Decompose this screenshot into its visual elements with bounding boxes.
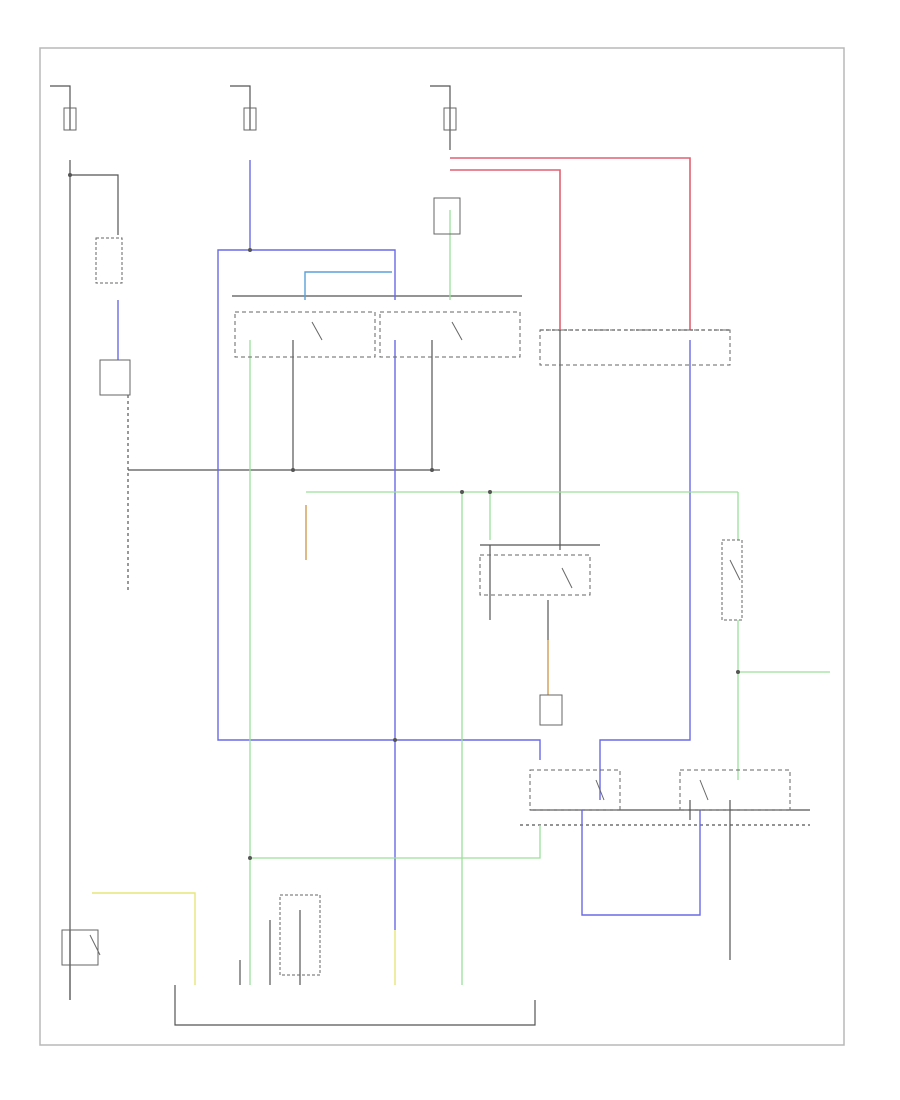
wire-hot-in-run	[230, 85, 251, 130]
wire-red-top	[450, 157, 691, 330]
components	[61, 107, 791, 976]
diagram-border	[39, 47, 845, 1046]
wire-top-center-fuse	[430, 85, 451, 150]
wire-hot-at-all-times	[50, 85, 71, 130]
wire-blue-bottom-loop	[581, 810, 701, 916]
relay-lower-right	[679, 769, 791, 811]
relay-center-switch	[479, 554, 591, 596]
orange-wires	[305, 505, 549, 695]
red-wires	[450, 157, 691, 330]
light-blue-wires	[304, 271, 392, 300]
wire-yellow-left	[92, 892, 196, 985]
fuse-center	[243, 107, 257, 131]
relay-box-right	[539, 329, 731, 366]
wire-fuse-left-tee	[70, 174, 119, 235]
sensor-center-top	[433, 197, 461, 235]
switch-bottom-left	[61, 929, 99, 966]
wire-bottom-ground	[174, 985, 536, 1026]
black-wires	[50, 85, 810, 1026]
blue-wires	[117, 160, 701, 930]
wire-blue-left-loop	[217, 249, 541, 760]
relay-box-center	[379, 311, 521, 358]
control-unit-bottom	[279, 894, 321, 976]
wire-green-main-horizontal	[250, 825, 541, 859]
wire-blue-right-long	[599, 340, 691, 800]
compressor-clutch	[539, 694, 563, 726]
wire-blue-top-right	[250, 249, 396, 300]
relay-lower-left	[529, 769, 621, 811]
relay-box-left	[234, 311, 376, 358]
green-wires	[249, 210, 830, 985]
wire-light-blue	[304, 271, 392, 300]
sensor-left-mid	[99, 359, 131, 396]
dotted-wires	[127, 329, 810, 826]
dual-pressure-switch	[721, 539, 743, 621]
fuse-right	[443, 107, 457, 131]
junction-dots	[68, 173, 740, 860]
yellow-wires	[92, 892, 396, 985]
fuse-left	[63, 107, 77, 131]
wire-red-inner	[450, 169, 561, 330]
sensor-left-top	[95, 237, 123, 284]
